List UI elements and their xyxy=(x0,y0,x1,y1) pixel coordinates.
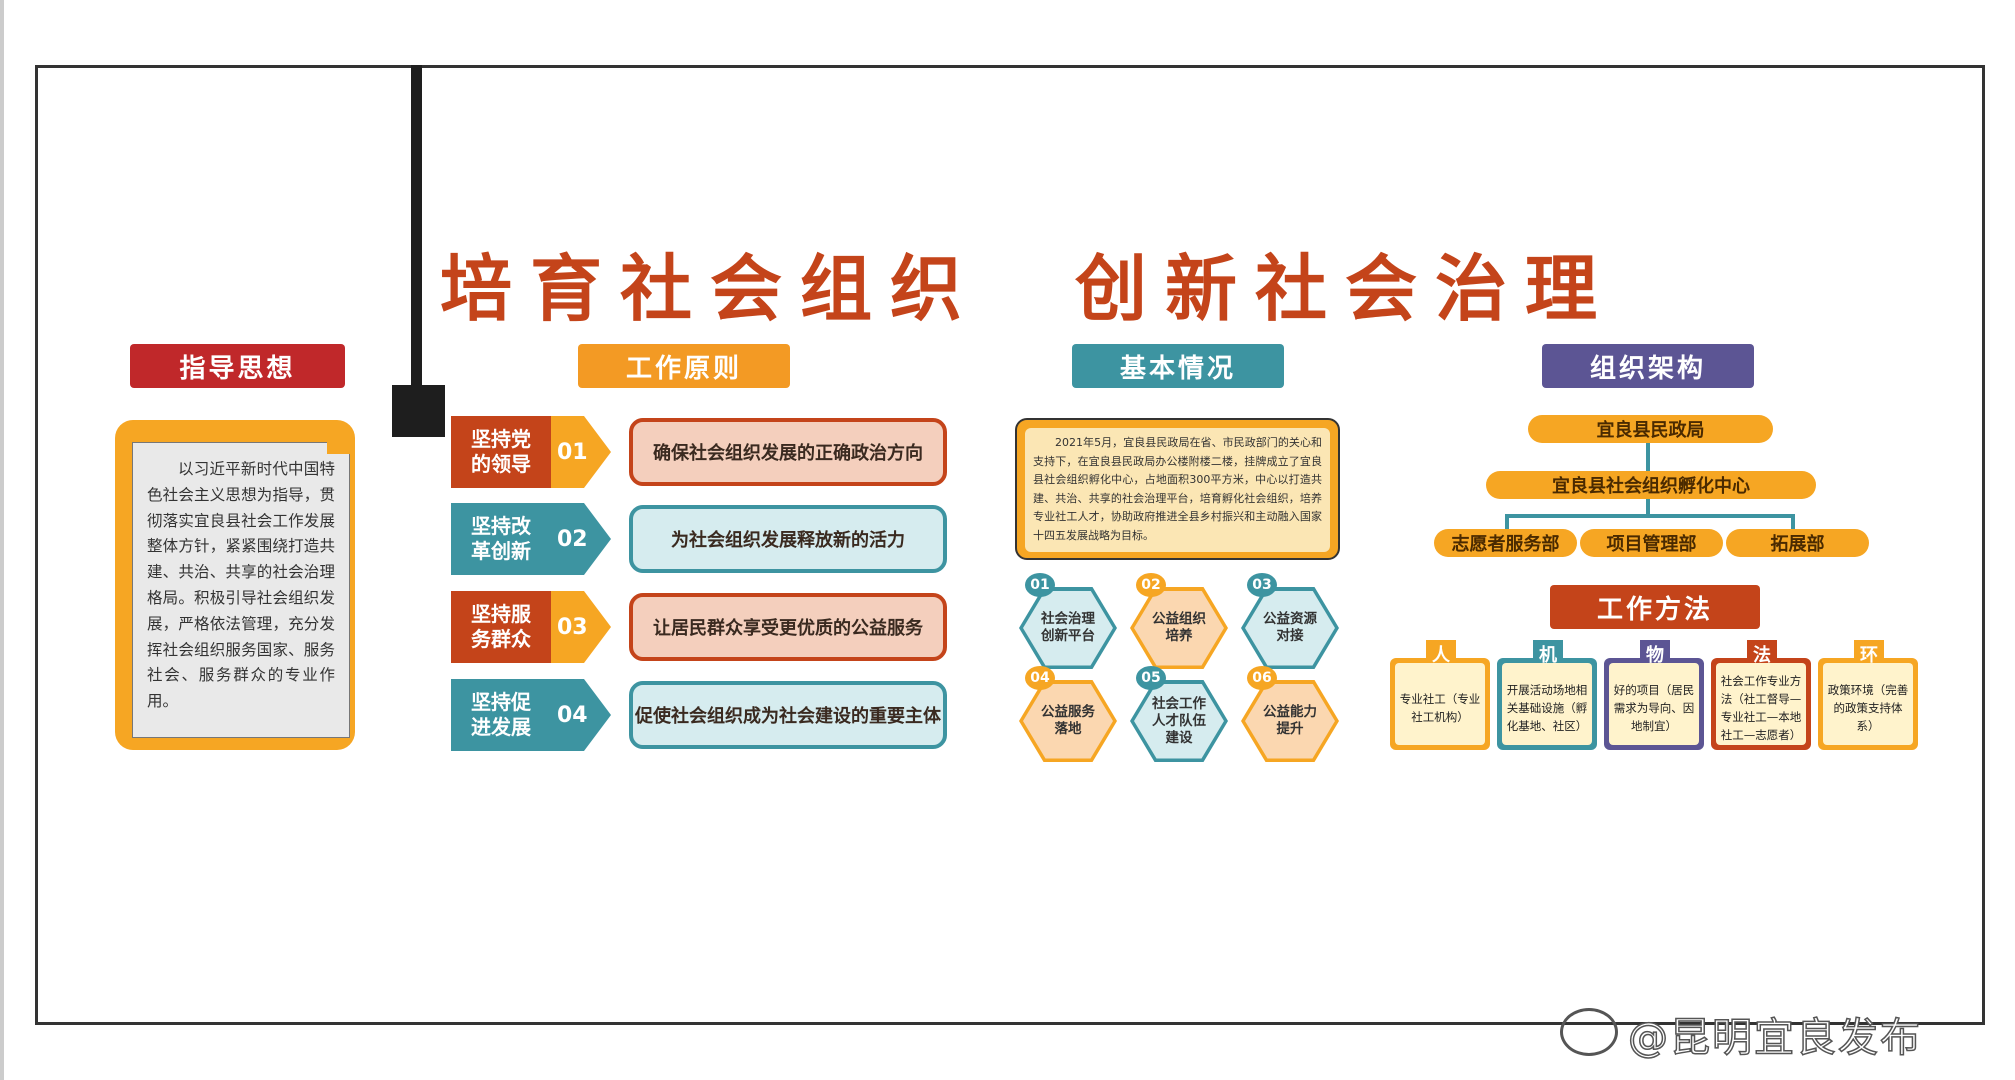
feature-hexagon: 公益服务落地 xyxy=(1019,680,1117,762)
feature-hexagon: 公益资源对接 xyxy=(1241,587,1339,669)
section-principles-title: 工作原则 xyxy=(578,344,790,388)
feature-number: 02 xyxy=(1136,573,1166,597)
feature-text: 公益能力提升 xyxy=(1245,683,1335,759)
hanging-pole xyxy=(411,65,422,395)
main-title-right: 创新社会治理 xyxy=(1075,246,1616,331)
feature-number: 01 xyxy=(1025,573,1055,597)
feature-hexagon: 公益能力提升 xyxy=(1241,680,1339,762)
feature-number: 05 xyxy=(1136,666,1166,690)
main-title-left: 培育社会组织 xyxy=(440,246,981,331)
method-text: 开展活动场地相关基础设施（孵化基地、社区） xyxy=(1502,663,1592,745)
section-basic-title: 基本情况 xyxy=(1072,344,1284,388)
section-org-title: 组织架构 xyxy=(1542,344,1754,388)
method-card: 环 政策环境（完善的政策支持体系） xyxy=(1818,640,1918,750)
principle-label: 坚持党的领导 xyxy=(451,416,551,488)
feature-number: 04 xyxy=(1025,666,1055,690)
principle-text: 为社会组织发展释放新的活力 xyxy=(629,505,947,573)
principle-text: 让居民群众享受更优质的公益服务 xyxy=(629,593,947,661)
method-text: 社会工作专业方法（社工督导—专业社工—本地社工—志愿者） xyxy=(1716,663,1806,745)
feature-text: 公益资源对接 xyxy=(1245,590,1335,666)
guide-panel: 以习近平新时代中国特色社会主义思想为指导，贯彻落实宜良县社会工作发展整体方针，紧… xyxy=(115,420,355,750)
principle-label: 坚持改革创新 xyxy=(451,503,551,575)
org-connector xyxy=(1791,514,1795,530)
method-text: 专业社工（专业社工机构） xyxy=(1395,663,1485,745)
guide-fold-corner xyxy=(327,438,355,454)
method-card: 机 开展活动场地相关基础设施（孵化基地、社区） xyxy=(1497,640,1597,750)
pole-block xyxy=(392,385,445,437)
method-text: 政策环境（完善的政策支持体系） xyxy=(1823,663,1913,745)
method-text: 好的项目（居民需求为导向、因地制宜） xyxy=(1609,663,1699,745)
org-dept-node: 项目管理部 xyxy=(1580,529,1723,557)
principle-text: 确保社会组织发展的正确政治方向 xyxy=(629,418,947,486)
basic-panel: 2021年5月，宜良县民政局在省、市民政部门的关心和支持下，在宜良县民政局办公楼… xyxy=(1015,418,1340,560)
weibo-icon xyxy=(1560,1008,1618,1056)
feature-hexagon: 社会工作人才队伍建设 xyxy=(1130,680,1228,762)
org-dept-node: 拓展部 xyxy=(1726,529,1869,557)
watermark-text: @昆明宜良发布 xyxy=(1627,1014,1922,1062)
org-top-node: 宜良县民政局 xyxy=(1528,415,1773,443)
section-guide-title: 指导思想 xyxy=(130,344,345,388)
basic-text: 2021年5月，宜良县民政局在省、市民政部门的关心和支持下，在宜良县民政局办公楼… xyxy=(1025,428,1330,552)
org-middle-node: 宜良县社会组织孵化中心 xyxy=(1486,471,1816,499)
org-connector xyxy=(1505,514,1509,530)
org-dept-node: 志愿者服务部 xyxy=(1434,529,1577,557)
principle-label: 坚持促进发展 xyxy=(451,679,551,751)
org-connector xyxy=(1646,496,1650,516)
feature-text: 公益组织培养 xyxy=(1134,590,1224,666)
method-card: 人 专业社工（专业社工机构） xyxy=(1390,640,1490,750)
method-card: 物 好的项目（居民需求为导向、因地制宜） xyxy=(1604,640,1704,750)
principle-label: 坚持服务群众 xyxy=(451,591,551,663)
page-edge xyxy=(0,0,4,1080)
feature-text: 社会治理创新平台 xyxy=(1023,590,1113,666)
section-methods-title: 工作方法 xyxy=(1550,585,1760,629)
principle-text: 促使社会组织成为社会建设的重要主体 xyxy=(629,681,947,749)
feature-hexagon: 社会治理创新平台 xyxy=(1019,587,1117,669)
feature-number: 06 xyxy=(1247,666,1277,690)
feature-number: 03 xyxy=(1247,573,1277,597)
feature-text: 公益服务落地 xyxy=(1023,683,1113,759)
method-card: 法 社会工作专业方法（社工督导—专业社工—本地社工—志愿者） xyxy=(1711,640,1811,750)
org-connector xyxy=(1505,514,1795,518)
org-connector xyxy=(1646,440,1650,474)
feature-hexagon: 公益组织培养 xyxy=(1130,587,1228,669)
feature-text: 社会工作人才队伍建设 xyxy=(1134,683,1224,759)
guide-text: 以习近平新时代中国特色社会主义思想为指导，贯彻落实宜良县社会工作发展整体方针，紧… xyxy=(132,442,350,738)
